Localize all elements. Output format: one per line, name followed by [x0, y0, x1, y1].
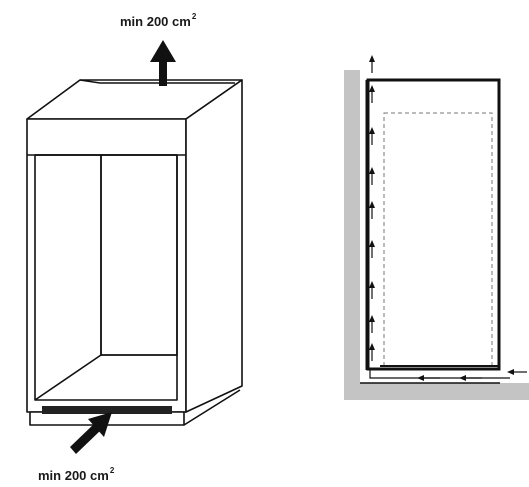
bottom-ventilation-superscript: 2 [109, 466, 115, 475]
airflow-arrow-icon [369, 201, 375, 219]
top-ventilation-label: min 200 cm2 [120, 12, 197, 29]
airflow-up-arrows [369, 55, 375, 361]
arrow-diagonal-up-right-icon [70, 412, 112, 454]
airflow-arrow-icon [369, 343, 375, 361]
arrow-up-icon [150, 40, 176, 86]
airflow-arrow-icon [369, 240, 375, 258]
airflow-left-arrows [417, 369, 527, 381]
airflow-arrow-icon [417, 375, 440, 381]
appliance-outline [366, 78, 501, 371]
bottom-ventilation-text: min 200 cm [38, 468, 109, 483]
airflow-arrow-icon [369, 55, 375, 73]
airflow-arrow-icon [369, 127, 375, 145]
cabinet-front-frame [26, 118, 187, 413]
cabinet-floor-edge [34, 354, 102, 401]
bottom-ventilation-label: min 200 cm2 [38, 466, 115, 483]
airflow-arrow-icon [369, 167, 375, 185]
plinth-side [183, 389, 241, 426]
section-drawing [344, 70, 529, 400]
airflow-arrow-icon [369, 281, 375, 299]
cabinet-top-lip [79, 79, 101, 84]
top-ventilation-text: min 200 cm [120, 14, 191, 29]
air-channel-path [369, 370, 510, 379]
airflow-arrow-icon [369, 85, 375, 103]
cabinet-drawing [26, 79, 243, 426]
bottom-vent-grille [42, 406, 172, 414]
airflow-arrow-icon [459, 375, 482, 381]
top-ventilation-superscript: 2 [191, 12, 197, 21]
airflow-arrow-icon [369, 315, 375, 333]
airflow-arrow-icon [507, 369, 527, 375]
cabinet-right-side [185, 79, 243, 413]
